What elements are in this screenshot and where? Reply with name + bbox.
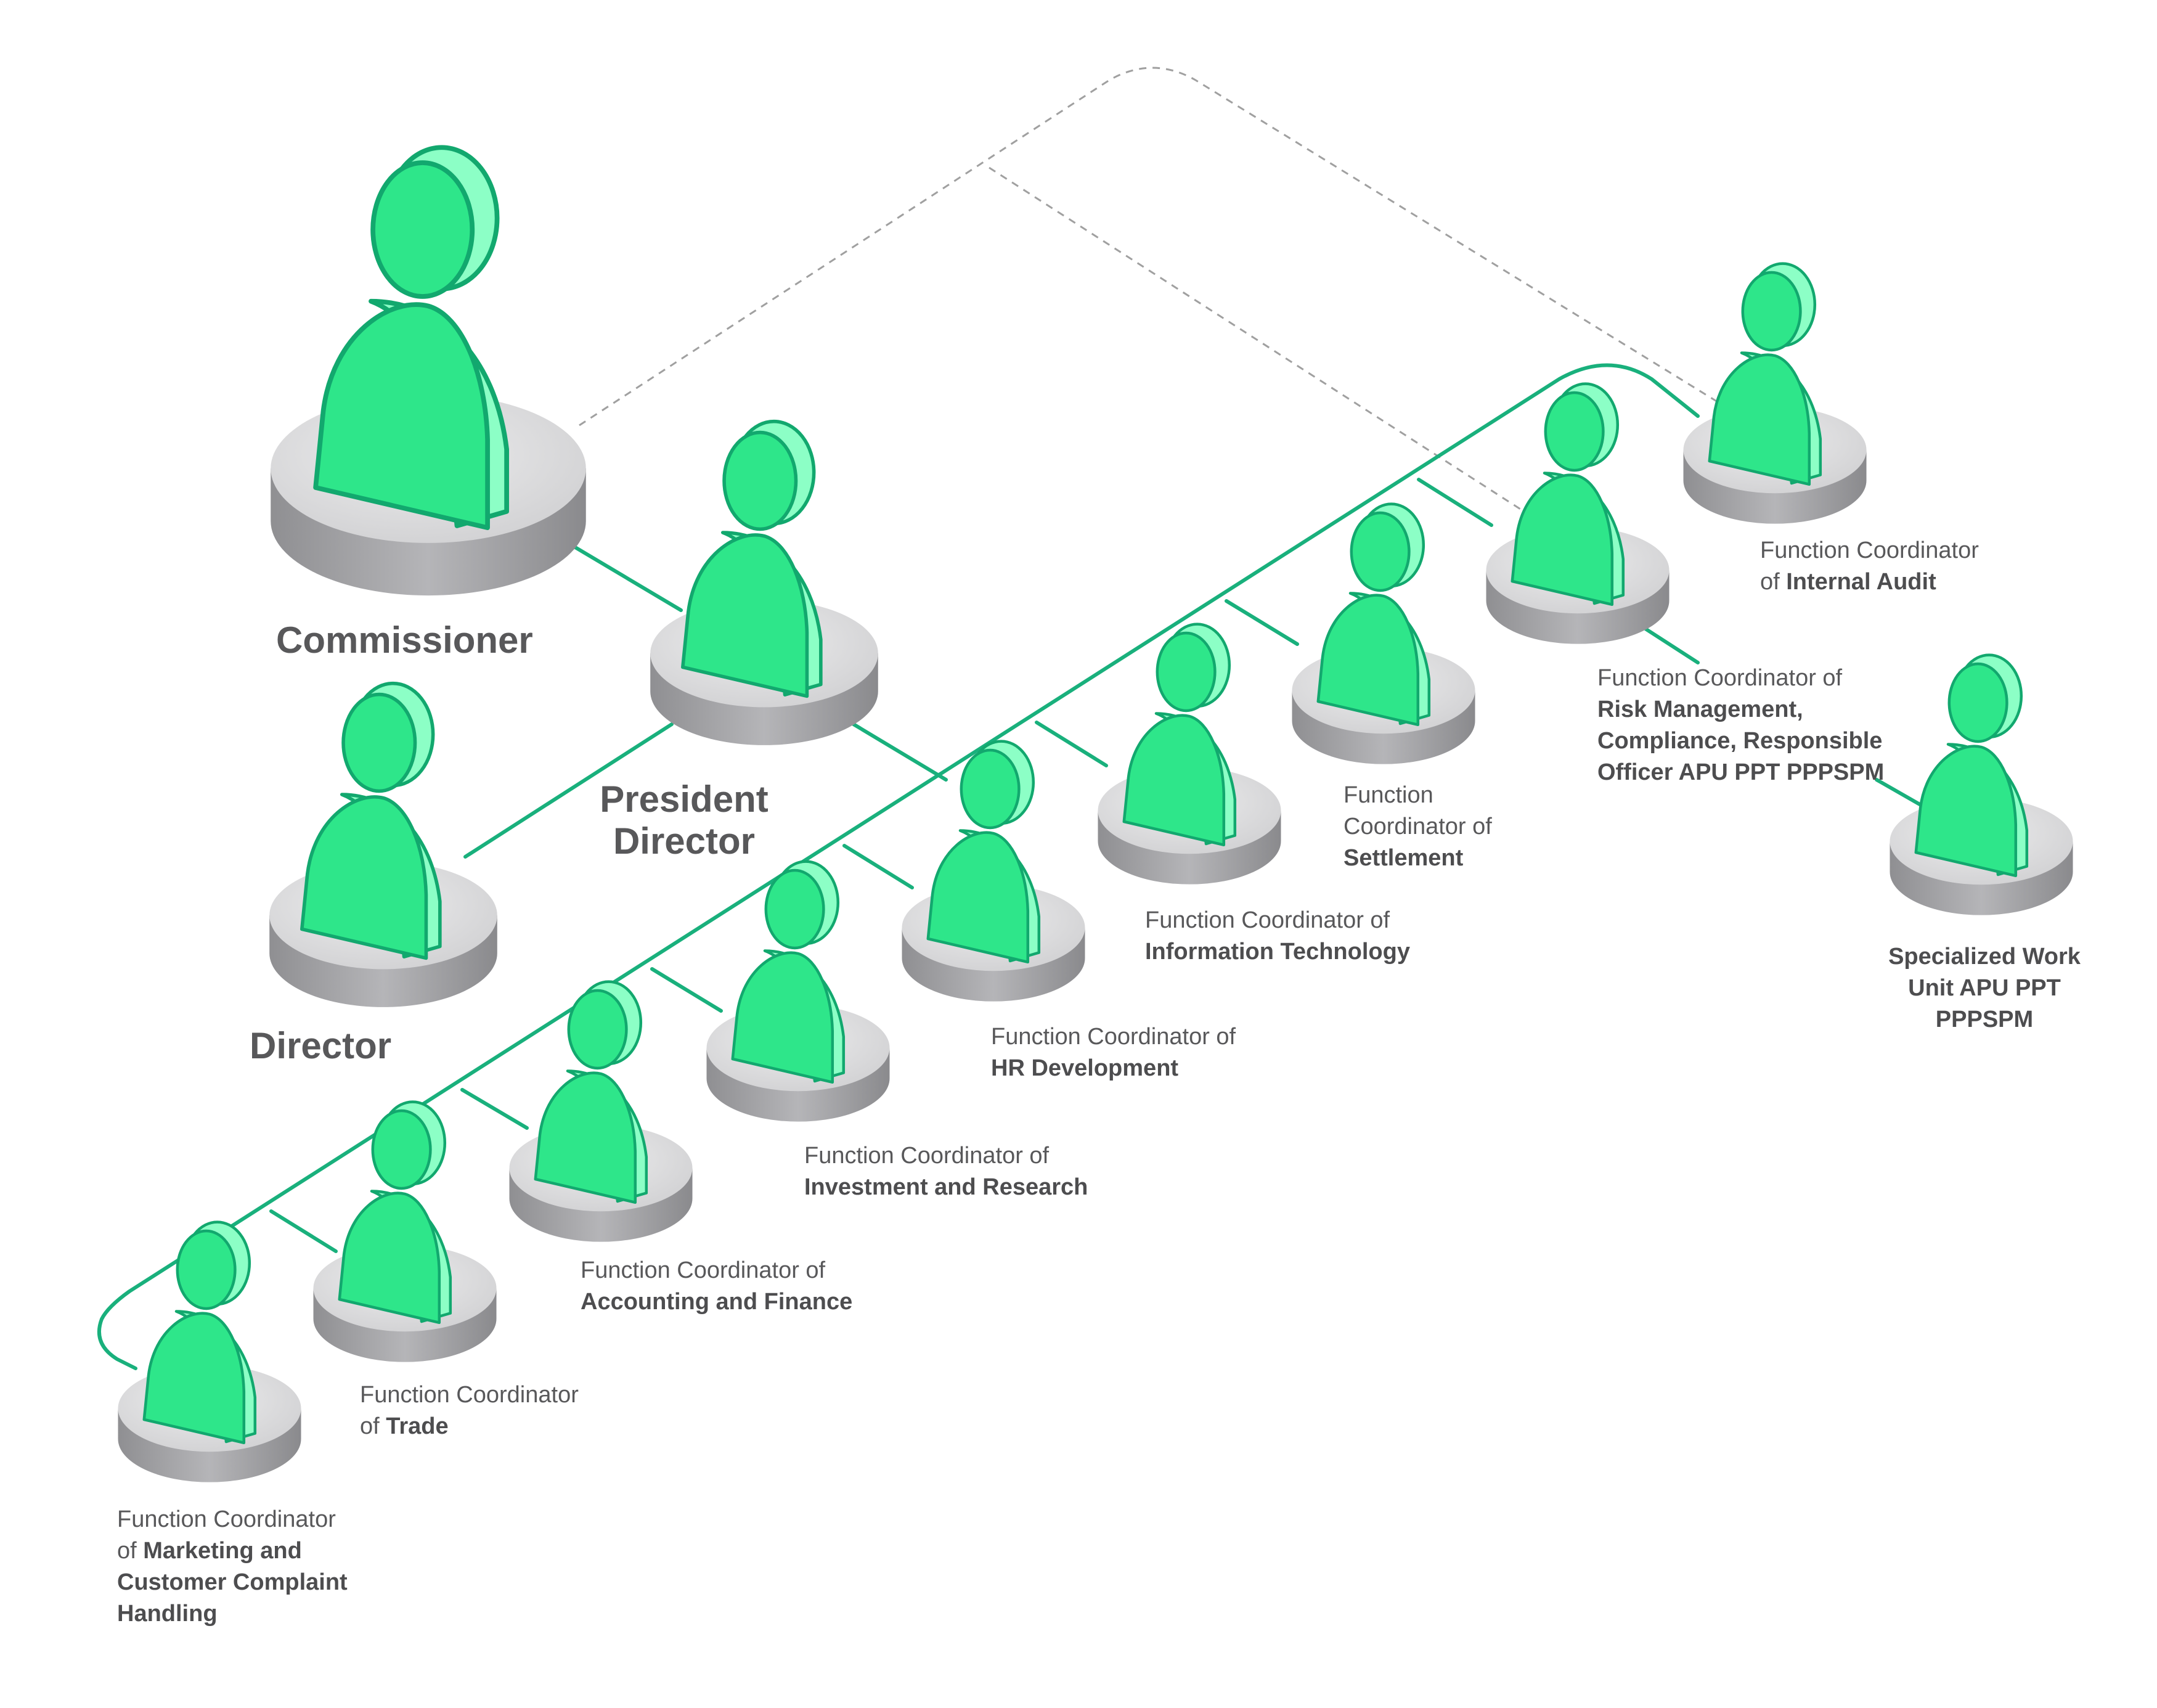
president-director-label: President Director [592, 778, 777, 862]
reporting-lines [97, 363, 1922, 1370]
settlement-node [1292, 502, 1475, 764]
risk-management-label-name2: Compliance, Responsible [1597, 728, 1883, 754]
information-technology-label-pre: Function Coordinator of [1145, 907, 1390, 933]
commissioner-node [271, 145, 586, 596]
risk-management-label-pre: Function Coordinator of [1597, 665, 1843, 691]
specialized-work-unit-node [1890, 653, 2073, 915]
director-label: Director [250, 1025, 392, 1066]
trade-node [313, 1100, 497, 1362]
trade-label: Function Coordinator of Trade [360, 1379, 579, 1442]
marketing-label: Function Coordinator of Marketing and Cu… [117, 1504, 348, 1630]
accounting-finance-person-icon [534, 980, 648, 1204]
accounting-finance-label-pre: Function Coordinator of [581, 1257, 826, 1283]
information-technology-label-name: Information Technology [1145, 939, 1410, 965]
specialized-work-unit-line3: PPPSPM [1935, 1007, 2034, 1032]
settlement-label-pre2: Coordinator of [1344, 814, 1492, 840]
settlement-label-name: Settlement [1344, 845, 1464, 871]
internal-audit-label-name: Internal Audit [1786, 569, 1936, 595]
president-director-label-line1: President [600, 778, 769, 820]
internal-audit-label-pre: Function Coordinator [1760, 537, 1979, 563]
investment-research-label-pre: Function Coordinator of [804, 1143, 1050, 1169]
specialized-work-unit-line2: Unit APU PPT [1908, 975, 2061, 1001]
risk-management-label: Function Coordinator of Risk Management,… [1597, 663, 1884, 788]
internal-audit-node [1683, 262, 1867, 524]
trade-label-name: Trade [386, 1413, 449, 1439]
information-technology-node [1098, 623, 1281, 885]
risk-management-label-name1: Risk Management, [1597, 697, 1803, 722]
risk-management-person-icon [1511, 382, 1625, 607]
investment-research-person-icon [731, 860, 846, 1084]
internal-audit-person-icon [1708, 262, 1822, 486]
oversight-dashed-lines [579, 67, 1726, 531]
marketing-label-name1: Marketing and [143, 1538, 302, 1564]
marketing-node [118, 1220, 301, 1482]
investment-research-label-name: Investment and Research [804, 1174, 1088, 1200]
hr-development-label: Function Coordinator of HR Development [991, 1021, 1236, 1084]
hr-development-label-pre: Function Coordinator of [991, 1024, 1236, 1050]
accounting-finance-node [509, 980, 693, 1242]
hr-development-node [902, 740, 1085, 1002]
president-director-label-line2: Director [613, 820, 756, 862]
information-technology-person-icon [1122, 623, 1237, 847]
director-person-icon [300, 681, 442, 960]
trade-person-icon [338, 1100, 452, 1325]
president-director-person-icon [681, 419, 823, 698]
internal-audit-label: Function Coordinator of Internal Audit [1760, 535, 1979, 598]
accounting-finance-label: Function Coordinator of Accounting and F… [581, 1255, 852, 1318]
marketing-label-of: of [117, 1538, 144, 1564]
investment-research-node [706, 860, 890, 1122]
specialized-work-unit-person-icon [1914, 653, 2029, 878]
hr-development-label-name: HR Development [991, 1055, 1179, 1081]
marketing-label-name3: Handling [117, 1601, 218, 1627]
trade-label-of: of [360, 1413, 386, 1439]
risk-management-node [1486, 382, 1670, 644]
specialized-work-unit-line1: Specialized Work [1888, 944, 2081, 970]
director-node [269, 681, 497, 1007]
accounting-finance-label-name: Accounting and Finance [581, 1289, 853, 1315]
marketing-label-pre: Function Coordinator [117, 1506, 336, 1532]
internal-audit-label-of: of [1760, 569, 1787, 595]
information-technology-label: Function Coordinator of Information Tech… [1145, 905, 1410, 968]
marketing-person-icon [142, 1220, 257, 1445]
settlement-label-pre1: Function [1344, 782, 1433, 808]
hr-development-person-icon [926, 740, 1041, 964]
settlement-label: Function Coordinator of Settlement [1344, 780, 1492, 874]
president-director-node [650, 419, 878, 745]
settlement-person-icon [1316, 502, 1431, 727]
investment-research-label: Function Coordinator of Investment and R… [804, 1140, 1088, 1203]
commissioner-person-icon [313, 145, 509, 530]
trade-label-pre: Function Coordinator [360, 1382, 579, 1408]
specialized-work-unit-label: Specialized Work Unit APU PPT PPPSPM [1849, 941, 2120, 1036]
marketing-label-name2: Customer Complaint [117, 1569, 348, 1595]
commissioner-label: Commissioner [276, 619, 533, 661]
risk-management-label-name3: Officer APU PPT PPPSPM [1597, 759, 1885, 785]
